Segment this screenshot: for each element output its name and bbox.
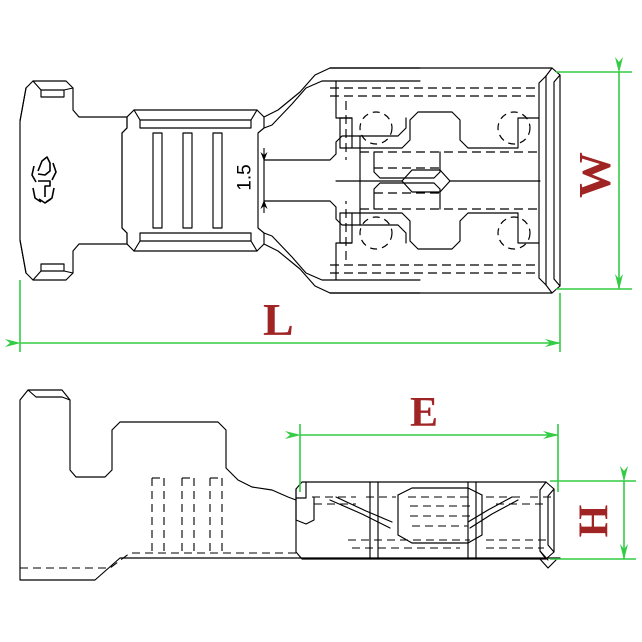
dimension-tab-thickness — [260, 148, 330, 213]
dimension-label-W: W — [569, 152, 620, 198]
dimension-label-L: L — [263, 294, 294, 345]
dimension-H — [550, 466, 636, 560]
side-view-hidden-lines — [20, 477, 552, 569]
dimension-L — [5, 280, 561, 352]
dimension-label-E: E — [410, 390, 439, 436]
dimension-label-tab-thickness: 1.5 — [234, 164, 256, 191]
top-view-hidden-lines — [330, 87, 540, 274]
dimension-label-H: H — [571, 504, 618, 538]
manufacturer-stamp-mark — [31, 156, 57, 204]
dimple-circles — [359, 111, 531, 250]
side-view-outline — [19, 389, 561, 581]
dimension-W — [556, 57, 632, 290]
